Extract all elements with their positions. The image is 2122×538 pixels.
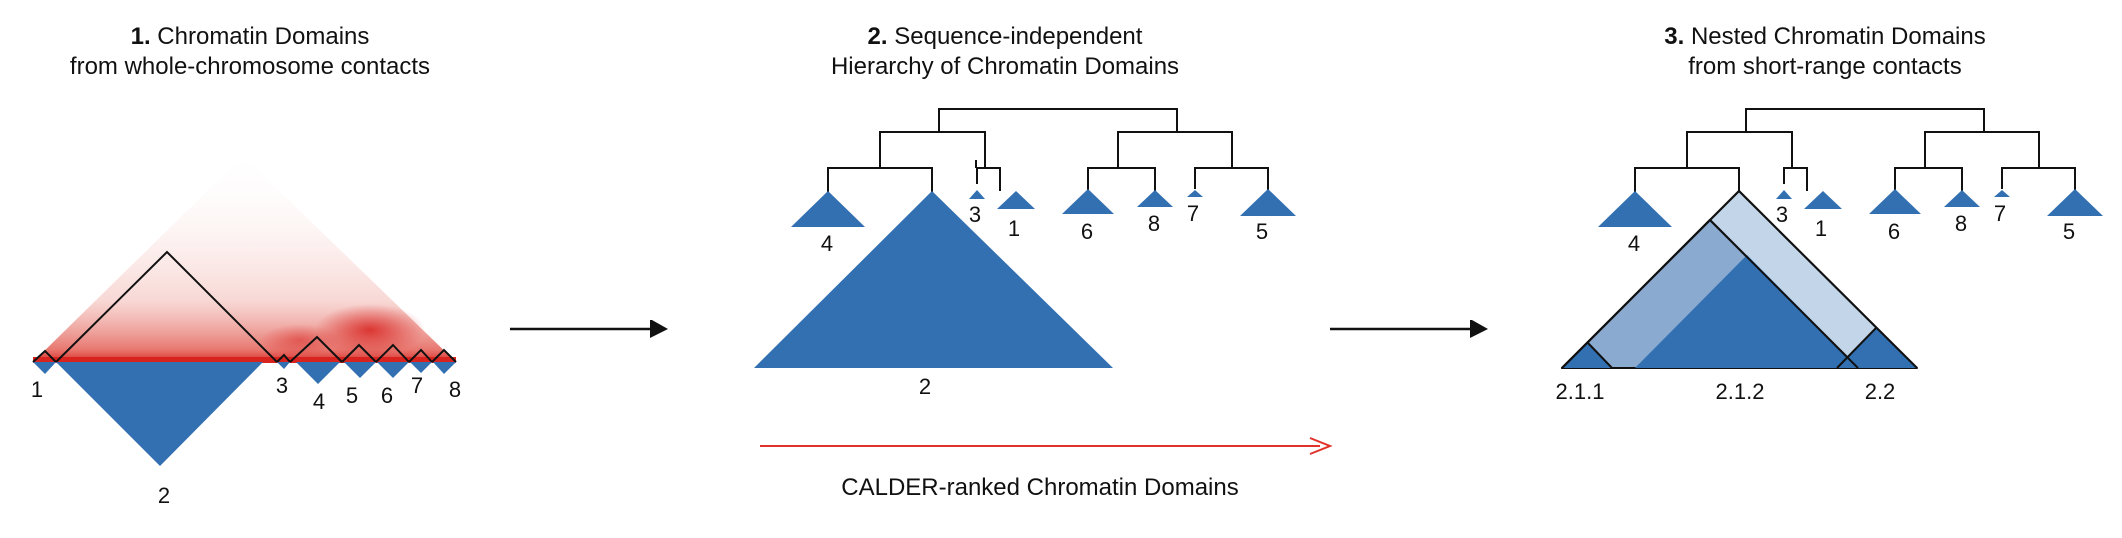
nested-domain-2-2 — [1837, 328, 1917, 368]
sub-domain-label-2-2: 2.2 — [1864, 379, 1896, 404]
domain-below-2 — [56, 362, 263, 466]
leaf-label-4: 4 — [820, 231, 834, 256]
domain-5 — [1240, 189, 1296, 216]
panel3-nested-domains — [1561, 190, 1918, 369]
panel1-domains-below — [33, 362, 456, 466]
leaf-label-3: 3 — [968, 202, 982, 227]
panel2-title-line2: Hierarchy of Chromatin Domains — [830, 53, 1180, 80]
calder-caption: CALDER-ranked Chromatin Domains — [841, 474, 1239, 501]
panel3-number: 3. — [1664, 23, 1685, 50]
panel3-title: 3. Nested Chromatin Domains from short-r… — [1610, 22, 2040, 82]
nested-leaf-label-3: 3 — [1775, 202, 1789, 227]
big-domain-label: 2 — [918, 374, 932, 399]
domain-outline-8 — [431, 348, 457, 363]
leaf-label-8: 8 — [1147, 211, 1161, 236]
nested-domain-5 — [2047, 189, 2103, 216]
domain-label-8: 8 — [448, 377, 462, 402]
panel2-domains — [754, 189, 1296, 368]
domain-outline-1 — [32, 349, 57, 363]
leaf-label-6: 6 — [1080, 219, 1094, 244]
nested-leaf-label-4: 4 — [1627, 231, 1641, 256]
nested-outline-2-2 — [1836, 327, 1877, 369]
panel3-dendrogram — [1634, 108, 2076, 196]
nested-leaf-label-1: 1 — [1814, 216, 1828, 241]
domain-3 — [969, 190, 985, 199]
hic-heatmap — [33, 156, 456, 363]
panel1-title: 1. Chromatin Domains from whole-chromoso… — [20, 22, 480, 82]
nested-domain-3 — [1776, 190, 1792, 199]
domain-label-7: 7 — [410, 373, 424, 398]
domain-outline-5 — [341, 343, 377, 363]
domain-7 — [1187, 190, 1203, 197]
heatmap-diagonal — [33, 357, 456, 363]
nested-domain-2-1-1 — [1562, 343, 1612, 368]
calder-arrow-head — [1309, 437, 1333, 455]
panel1-number: 1. — [130, 23, 151, 50]
panel1-title-line1: Chromatin Domains — [157, 23, 370, 50]
panel1-title-line2: from whole-chromosome contacts — [69, 53, 431, 80]
domain-below-8 — [433, 362, 456, 374]
panel2-title: 2. Sequence-independent Hierarchy of Chr… — [790, 22, 1220, 82]
nested-leaf-label-6: 6 — [1887, 219, 1901, 244]
arrow-1-to-2-head — [650, 320, 668, 338]
sub-domain-label-2-1-1: 2.1.1 — [1555, 379, 1605, 404]
panel3-title-line2: from short-range contacts — [1688, 53, 1962, 80]
nested-leaf-label-5: 5 — [2062, 219, 2076, 244]
nested-domain-1 — [1804, 191, 1842, 209]
domain-below-3 — [277, 362, 290, 369]
leaf-label-1: 1 — [1007, 216, 1021, 241]
heatmap-hotspot — [260, 324, 340, 356]
domain-outline-3 — [276, 353, 291, 363]
panel3-leaf-domains — [1598, 189, 2103, 227]
domain-label-5: 5 — [345, 383, 359, 408]
domain-below-5 — [344, 362, 376, 378]
nested-domain-4 — [1598, 191, 1672, 227]
domain-outline-4 — [289, 335, 343, 363]
nested-domain-7 — [1994, 190, 2010, 197]
panel2-dendrogram — [827, 108, 1269, 196]
sub-domain-label-2-1-2: 2.1.2 — [1715, 379, 1765, 404]
domain-1 — [997, 191, 1035, 209]
domain-below-4 — [296, 362, 340, 384]
domain-label-3: 3 — [275, 373, 289, 398]
leaf-label-7: 7 — [1186, 201, 1200, 226]
panel2-title-line1: Sequence-independent — [894, 23, 1143, 50]
nested-domain-6 — [1869, 189, 1921, 214]
domain-outline-7 — [408, 348, 433, 363]
domain-outline-2 — [55, 250, 278, 363]
nested-outline-2 — [1561, 190, 1918, 369]
nested-domain-8 — [1944, 190, 1980, 207]
domain-below-1 — [33, 362, 56, 374]
domain-below-6 — [377, 362, 409, 378]
domain-label-4: 4 — [312, 389, 326, 414]
domain-2 — [754, 191, 1113, 368]
domain-label-6: 6 — [380, 383, 394, 408]
nested-outline-2-1-1 — [1587, 342, 1613, 369]
heatmap-hotspot — [315, 304, 425, 356]
domain-6 — [1062, 189, 1114, 214]
panel3-title-line1: Nested Chromatin Domains — [1690, 23, 1986, 50]
nested-leaf-label-7: 7 — [1993, 201, 2007, 226]
domain-outline-6 — [375, 343, 410, 363]
panel2-number: 2. — [867, 23, 888, 50]
arrow-2-to-3-head — [1470, 320, 1488, 338]
leaf-label-5: 5 — [1255, 219, 1269, 244]
nested-leaf-label-8: 8 — [1954, 211, 1968, 236]
domain-label-2: 2 — [157, 483, 171, 508]
domain-4 — [791, 191, 865, 227]
domain-8 — [1137, 190, 1173, 207]
domain-below-7 — [410, 362, 432, 373]
domain-label-1: 1 — [30, 377, 44, 402]
nested-domain-2-1-2 — [1635, 255, 1859, 368]
panel1-domain-outlines — [32, 250, 457, 363]
